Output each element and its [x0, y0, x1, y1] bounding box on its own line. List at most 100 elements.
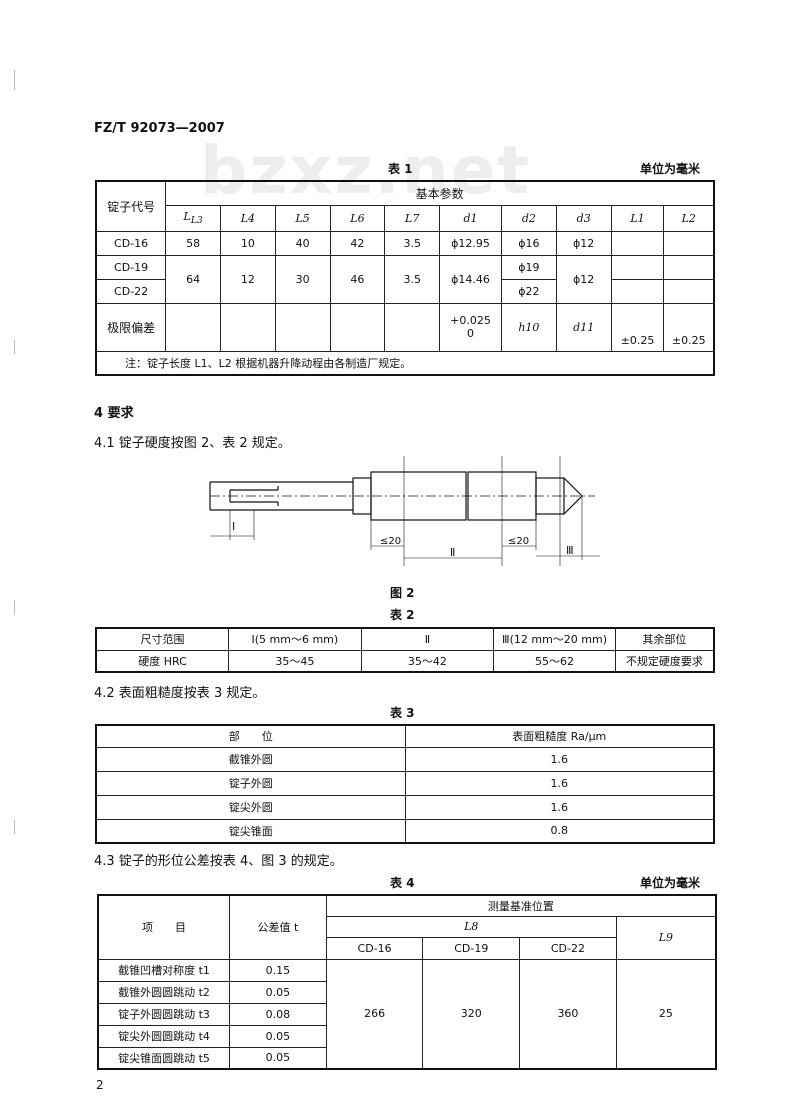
t4-item: 截锥外圆圆跳动 t2 [97, 980, 231, 1004]
t3-head: 表面粗糙度 Ra/μm [404, 724, 715, 748]
standard-code: FZ/T 92073—2007 [94, 121, 225, 136]
table1-title: 表 1 [388, 162, 413, 176]
figure-caption: 图 2 [390, 586, 415, 600]
t1-cell [220, 302, 276, 352]
t1-tol-L1: ±0.25 [610, 302, 665, 352]
t1-cell: 3.5 [384, 230, 441, 256]
t4-item: 锭尖外圆圆跳动 t4 [97, 1024, 231, 1048]
t1-cell: 3.5 [384, 254, 441, 304]
t1-cell: 30 [274, 254, 331, 304]
t2-head: Ⅰ(5 mm～6 mm) [228, 627, 362, 651]
section-4: 4 要求 [94, 406, 134, 421]
t1-cell: 46 [329, 254, 386, 304]
t1-cell: 10 [220, 230, 276, 256]
t1-cell [610, 254, 665, 280]
t1-rowhead: 锭子代号 [95, 180, 167, 232]
table1-unit: 单位为毫米 [640, 162, 701, 176]
t1-cell: ϕ16 [500, 230, 557, 256]
t1-cell: ϕ22 [500, 278, 557, 304]
t1-cell: ϕ19 [500, 254, 557, 280]
dim-label-2: Ⅱ [450, 546, 456, 559]
dim-20-right: ≤20 [508, 536, 530, 547]
t2-head: 尺寸范围 [95, 627, 230, 651]
table3-title: 表 3 [390, 706, 415, 720]
t3-cell: 锭尖锥面 [95, 818, 406, 844]
t2-cell: 35～42 [360, 649, 495, 673]
t4-head-item: 项 目 [97, 894, 231, 960]
t1-cell [663, 230, 715, 256]
t1-col: L4 [220, 204, 276, 232]
t2-head: Ⅲ(12 mm～20 mm) [493, 627, 616, 651]
t1-cell [663, 278, 715, 304]
t4-code: CD-16 [325, 936, 424, 960]
t4-head-pos: 测量基准位置 [325, 894, 717, 917]
table4-title: 表 4 [390, 876, 415, 890]
table1: 锭子代号基本参数 LL3 L4 L5 L6 L7 d1 d2 d3 L1 L2 … [95, 180, 715, 376]
t4-item: 锭尖锥面圆跳动 t5 [97, 1046, 231, 1070]
t2-cell: 55～62 [493, 649, 616, 673]
margin-mark [14, 340, 15, 354]
t1-cell: 58 [165, 230, 222, 256]
t1-cell [663, 254, 715, 280]
t1-cell [610, 230, 665, 256]
t1-col: L1 [610, 204, 665, 232]
section-4-1: 4.1 锭子硬度按图 2、表 2 规定。 [94, 436, 291, 451]
margin-mark [14, 70, 15, 90]
t4-val: 360 [519, 958, 617, 1070]
t4-item: 锭子外圆圆跳动 t3 [97, 1002, 231, 1026]
t4-head-L8: L8 [325, 915, 617, 938]
section-4-2: 4.2 表面粗糙度按表 3 规定。 [94, 686, 266, 701]
section-4-3: 4.3 锭子的形位公差按表 4、图 3 的规定。 [94, 854, 343, 869]
table4: 项 目 公差值 t 测量基准位置 L8 L9 CD-16 CD-19 CD-22… [97, 894, 717, 1070]
t3-cell: 1.6 [404, 746, 715, 772]
t4-tol: 0.15 [229, 958, 327, 982]
t3-cell: 截锥外圆 [95, 746, 406, 772]
t4-tol: 0.05 [229, 980, 327, 1004]
t2-head: 其余部位 [614, 627, 715, 651]
t1-cell: ϕ12 [555, 230, 612, 256]
t1-col: d3 [555, 204, 612, 232]
t1-col: LL3 [165, 204, 222, 232]
t1-tol-d2: h10 [500, 302, 557, 352]
table2-title: 表 2 [390, 608, 415, 622]
t4-code: CD-22 [519, 936, 617, 960]
margin-mark [14, 820, 15, 834]
t1-cell: ϕ12 [555, 254, 612, 304]
table4-unit: 单位为毫米 [640, 876, 701, 890]
t1-cell: ϕ12.95 [439, 230, 502, 256]
t1-cell: 42 [329, 230, 386, 256]
t3-cell: 锭尖外圆 [95, 794, 406, 820]
t3-cell: 锭子外圆 [95, 770, 406, 796]
table2: 尺寸范围 Ⅰ(5 mm～6 mm) Ⅱ Ⅲ(12 mm～20 mm) 其余部位 … [95, 627, 715, 673]
page-number: 2 [96, 1078, 104, 1092]
t3-cell: 1.6 [404, 770, 715, 796]
t4-val: 25 [615, 958, 717, 1070]
t1-col: d2 [500, 204, 557, 232]
t4-head-L9: L9 [615, 915, 717, 960]
t4-val: 266 [325, 958, 424, 1070]
t4-head-tol: 公差值 t [229, 894, 327, 960]
t4-tol: 0.05 [229, 1046, 327, 1070]
t2-cell: 硬度 HRC [95, 649, 230, 673]
t1-col: L6 [329, 204, 386, 232]
t1-tol-label: 极限偏差 [95, 302, 167, 352]
t1-cell [384, 302, 441, 352]
dim-label-3: Ⅲ [566, 544, 574, 557]
t2-cell: 35～45 [228, 649, 362, 673]
t1-cell [329, 302, 386, 352]
t2-head: Ⅱ [360, 627, 495, 651]
t4-item: 截锥凹槽对称度 t1 [97, 958, 231, 982]
t4-tol: 0.05 [229, 1024, 327, 1048]
t1-cell: 40 [274, 230, 331, 256]
t1-code: CD-19 [95, 254, 167, 280]
t4-tol: 0.08 [229, 1002, 327, 1026]
spindle-figure [209, 456, 600, 566]
t1-cell [610, 278, 665, 304]
t2-cell: 不规定硬度要求 [614, 649, 715, 673]
t1-note: 注：锭子长度 L1、L2 根据机器升降动程由各制造厂规定。 [95, 350, 715, 376]
t1-cell: 64 [165, 254, 222, 304]
t1-group: 基本参数 [165, 180, 715, 206]
dim-20-left: ≤20 [380, 536, 402, 547]
